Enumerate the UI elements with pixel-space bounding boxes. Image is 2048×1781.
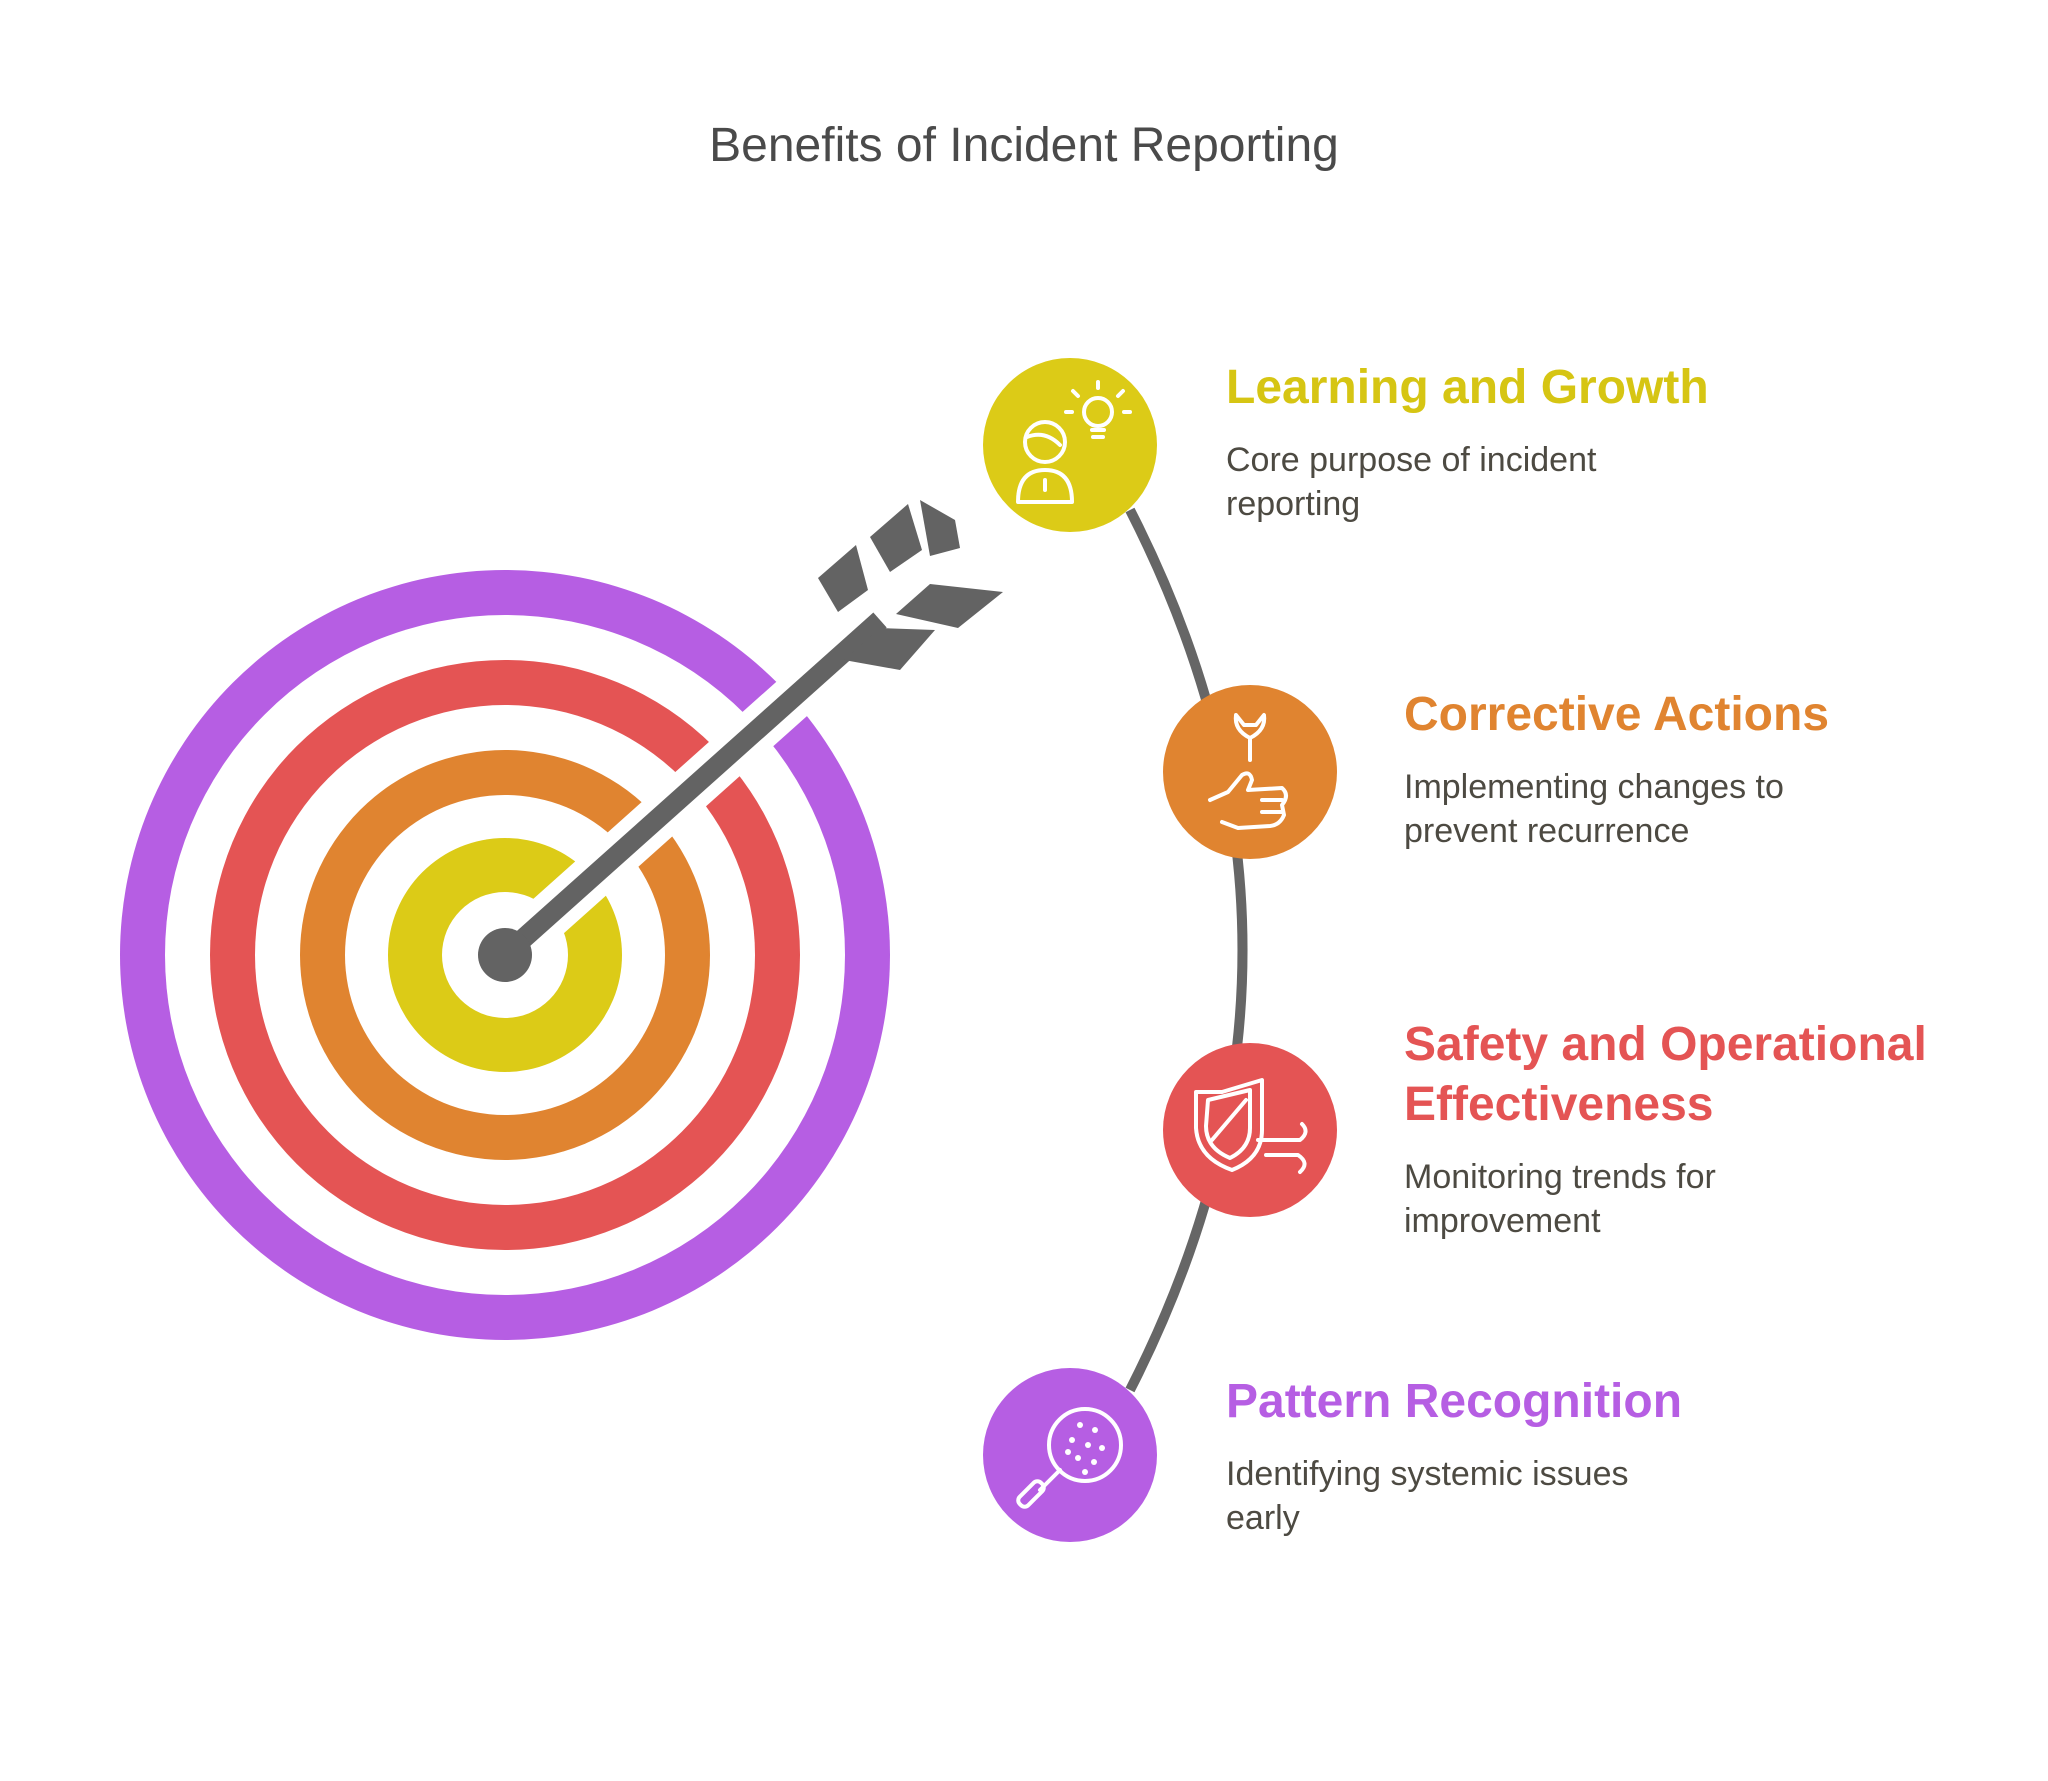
- node-circle-pattern: [983, 1368, 1157, 1542]
- item-corrective: Corrective Actions Implementing changes …: [1404, 685, 2048, 853]
- arrow: [478, 500, 1003, 982]
- arrow-fletching-4: [896, 584, 1003, 628]
- item-learning: Learning and Growth Core purpose of inci…: [1226, 358, 1946, 526]
- node-circle-learning: [983, 358, 1157, 532]
- item-title-learning: Learning and Growth: [1226, 361, 1709, 414]
- item-desc-learning: Core purpose of incident reporting: [1226, 441, 1597, 523]
- item-title-corrective: Corrective Actions: [1404, 688, 1830, 741]
- arrow-fletching-1: [818, 545, 868, 612]
- item-desc-corrective: Implementing changes to prevent recurren…: [1404, 768, 1784, 850]
- diagram-title: Benefits of Incident Reporting: [709, 119, 1339, 172]
- item-desc-safety: Monitoring trends for improvement: [1404, 1158, 1716, 1240]
- item-title-pattern: Pattern Recognition: [1226, 1375, 1683, 1428]
- arrow-fletching-2: [870, 504, 922, 572]
- magnifier-dots-icon: [1016, 1407, 1123, 1509]
- node-circle-corrective: [1163, 685, 1337, 859]
- arrow-fletching-3: [844, 628, 935, 670]
- item-desc-pattern: Identifying systemic issues early: [1226, 1455, 1629, 1537]
- connector-arc: [1125, 507, 1248, 1393]
- person-lightbulb-icon: [1016, 380, 1132, 504]
- item-safety: Safety and Operational Effectiveness Mon…: [1404, 1015, 2024, 1243]
- item-title-safety: Safety and Operational Effectiveness: [1404, 1018, 1927, 1131]
- item-pattern: Pattern Recognition Identifying systemic…: [1226, 1372, 1946, 1540]
- hand-wrench-icon: [1208, 713, 1288, 830]
- arrow-fletching-5: [920, 500, 960, 556]
- shield-wind-icon: [1194, 1078, 1308, 1174]
